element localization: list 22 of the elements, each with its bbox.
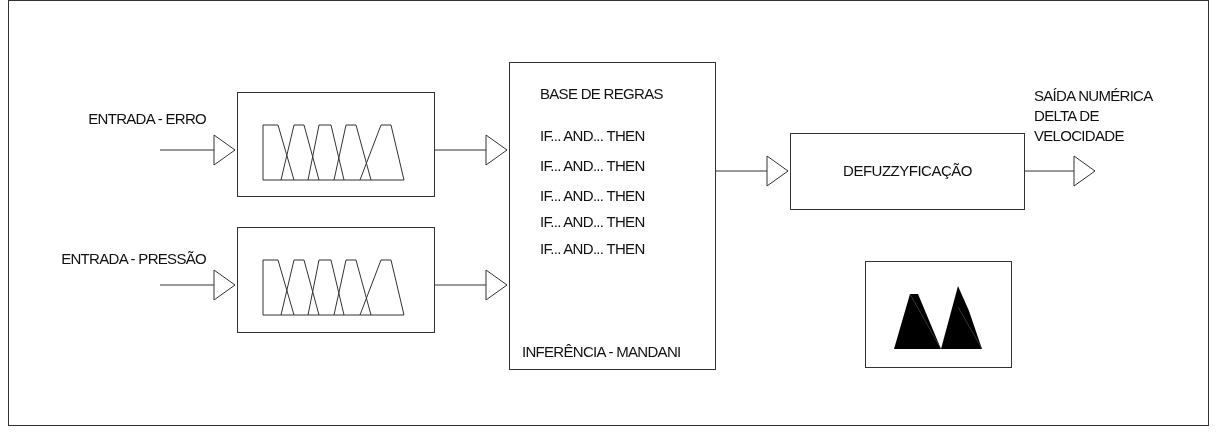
arrow (715, 155, 789, 187)
rule-text: IF... AND... THEN (540, 212, 645, 232)
rule-text: IF... AND... THEN (540, 186, 645, 206)
arrow (1024, 155, 1096, 187)
rule-text: IF... AND... THEN (540, 239, 645, 259)
signal-label: SAÍDA NUMÉRICA DELTA DE VELOCIDADE (1034, 86, 1154, 146)
rule-text: IF... AND... THEN (540, 126, 645, 146)
block-box (865, 261, 1012, 368)
block-box (237, 227, 435, 333)
box-heading: BASE DE REGRAS (540, 84, 663, 104)
rule-text: IF... AND... THEN (540, 156, 645, 176)
signal-label: ENTRADA - PRESSÃO (60, 249, 206, 269)
arrow (159, 134, 236, 166)
signal-label: ENTRADA - ERRO (87, 109, 206, 129)
box-footer: INFERÊNCIA - MANDANI (522, 340, 681, 363)
rule-base-box (509, 62, 716, 370)
process-box (790, 133, 1025, 210)
arrow (159, 269, 236, 301)
box-label: DEFUZZYFICAÇÃO (843, 161, 972, 182)
arrow (434, 134, 508, 166)
block-box (237, 92, 435, 197)
arrow (434, 269, 508, 301)
